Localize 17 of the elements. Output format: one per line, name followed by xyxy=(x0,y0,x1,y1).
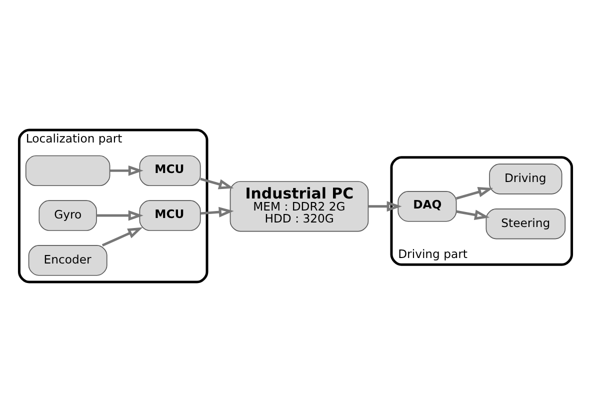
node-box: MCU xyxy=(139,200,201,231)
arrow xyxy=(456,187,494,200)
arrow xyxy=(110,165,144,176)
arrow xyxy=(368,201,402,212)
node-box: Encoder xyxy=(28,245,108,276)
node-box: Industrial PC MEM : DDR2 2G HDD : 320G xyxy=(230,181,369,232)
node-box: Steering xyxy=(486,208,566,240)
arrow xyxy=(102,227,143,246)
arrow xyxy=(200,206,234,218)
arrow xyxy=(456,210,490,220)
arrow xyxy=(200,178,234,190)
node-box: DAQ xyxy=(398,191,457,222)
node-box: Gyro xyxy=(38,200,97,231)
node-box: Driving xyxy=(489,164,562,194)
node-box: MCU xyxy=(139,155,201,186)
node-box xyxy=(25,155,110,186)
arrow xyxy=(96,210,144,221)
